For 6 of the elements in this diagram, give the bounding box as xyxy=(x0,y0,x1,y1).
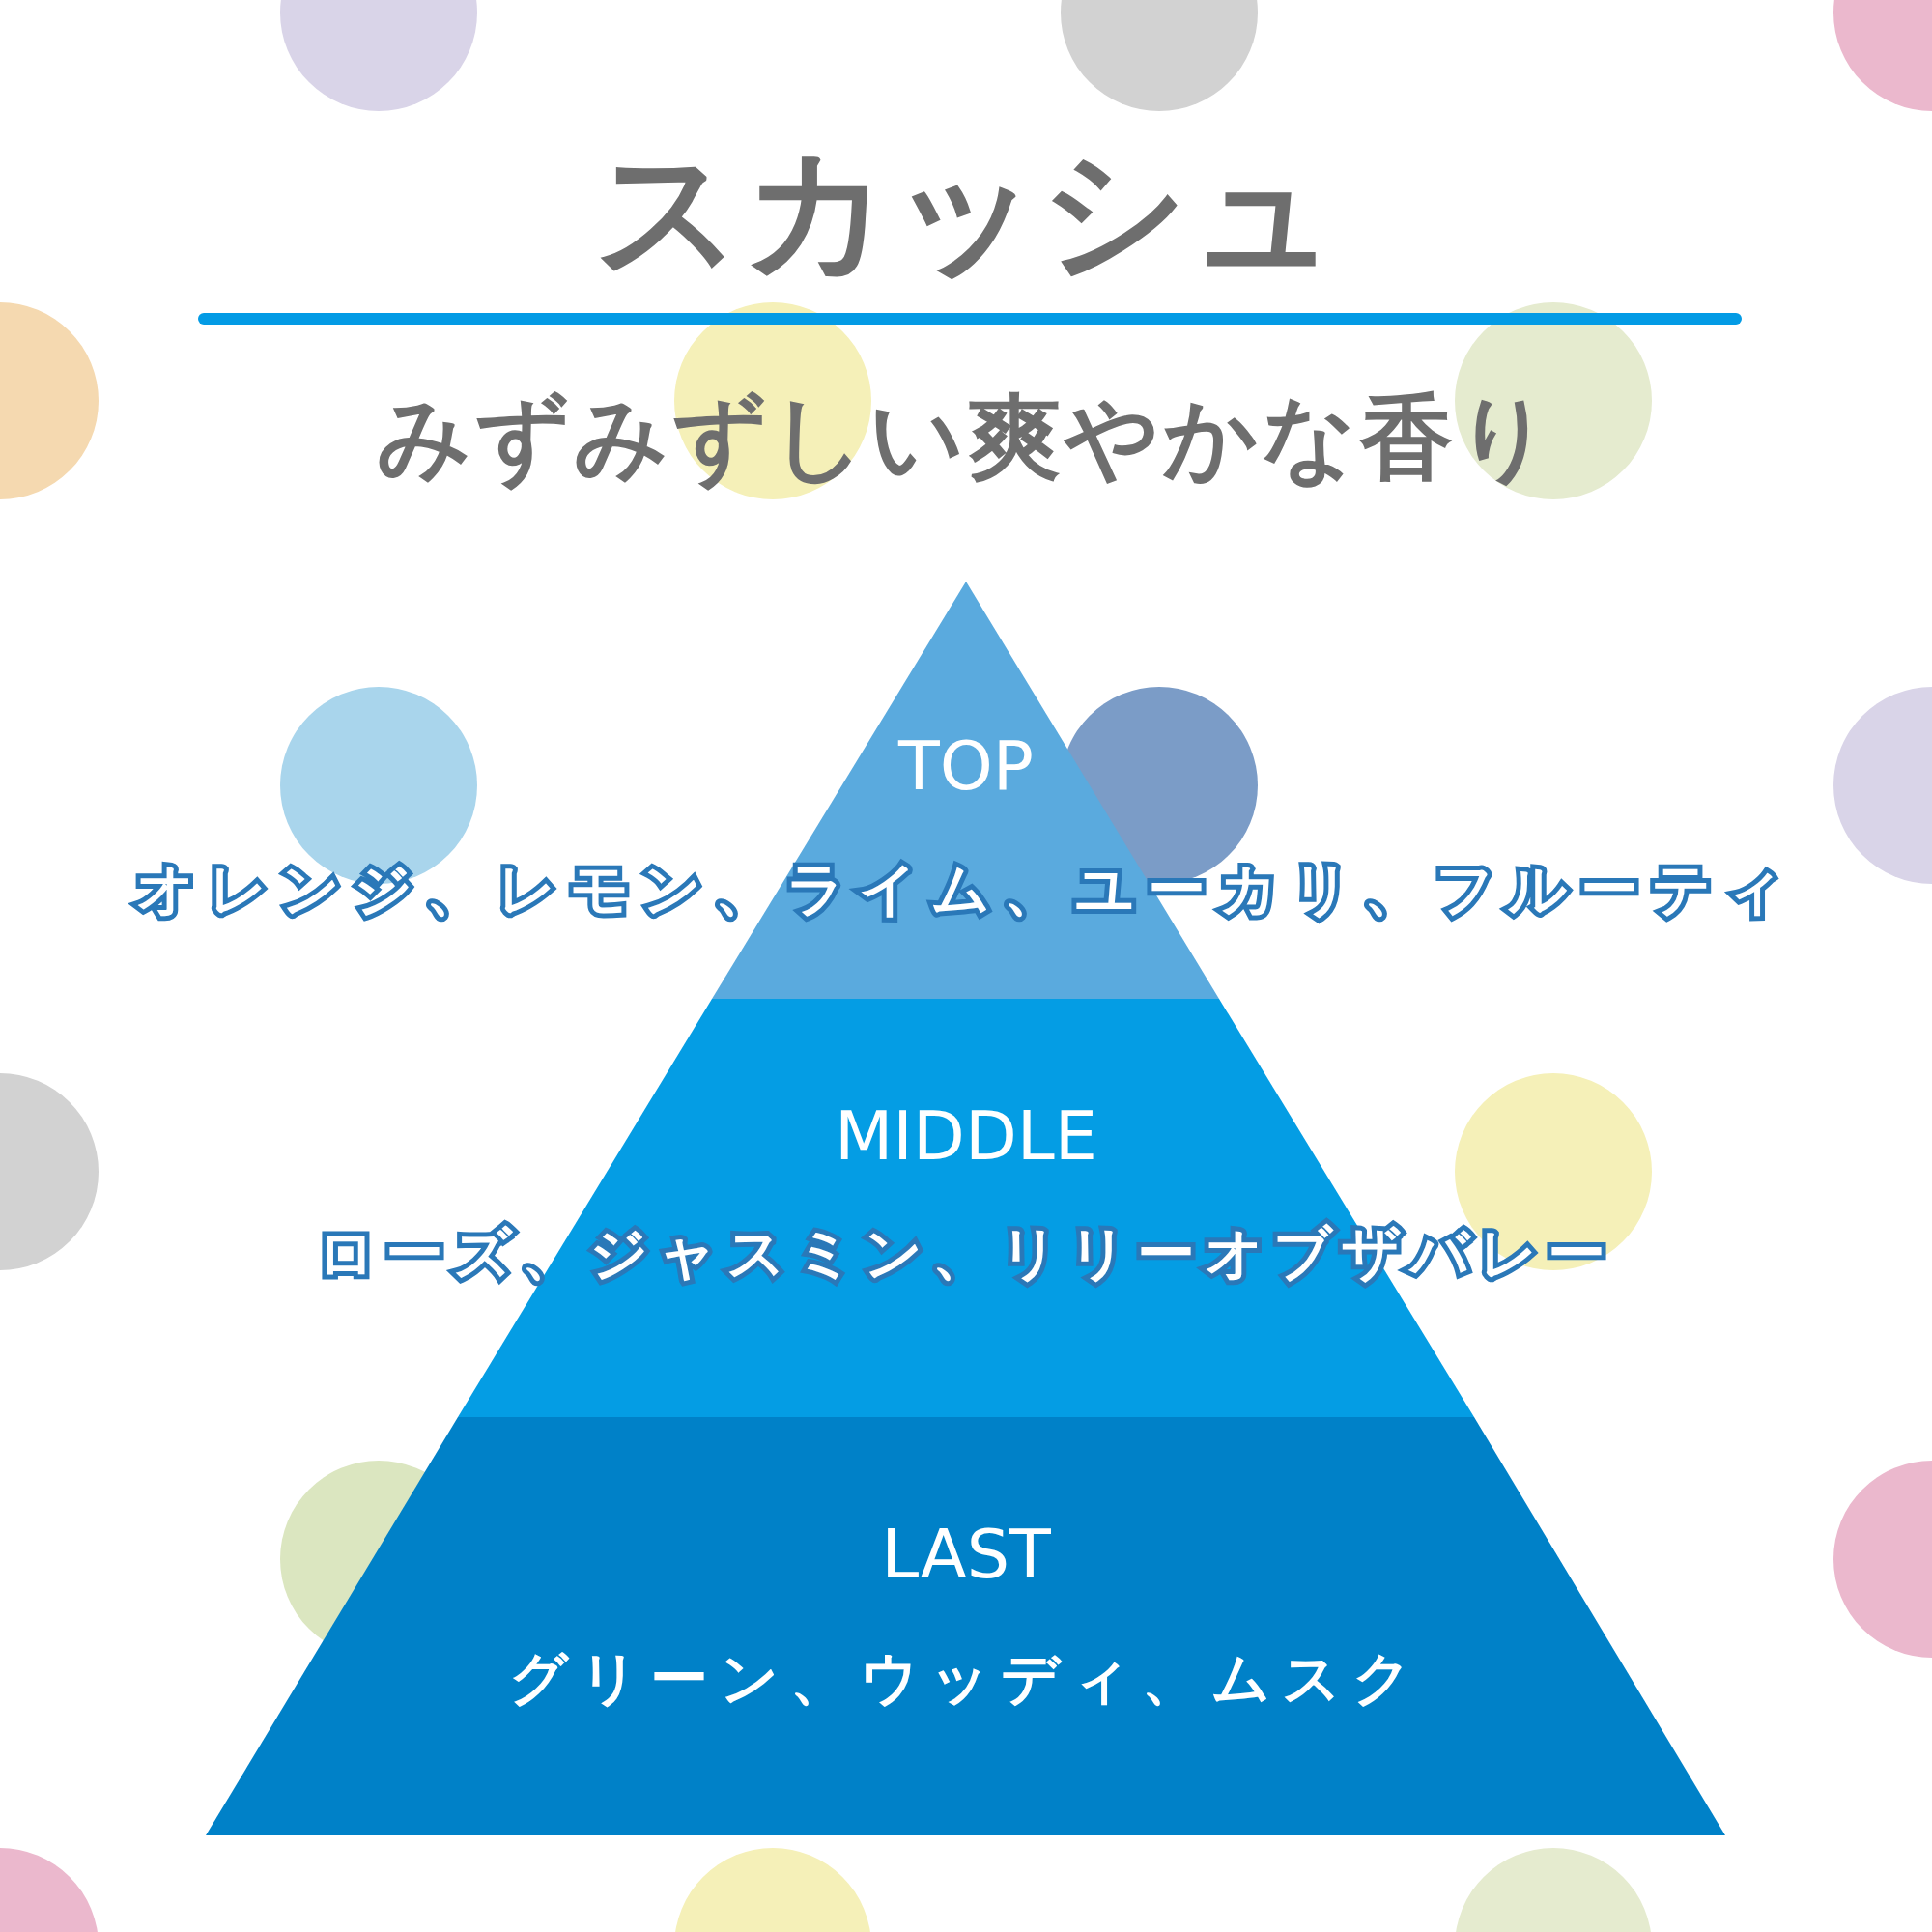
tier-label: LAST xyxy=(880,1516,1052,1593)
title: スカッシュ xyxy=(593,126,1339,297)
subtitle: みずみずしい爽やかな香り xyxy=(376,383,1556,494)
tier-label: TOP xyxy=(896,727,1036,805)
tier-label: MIDDLE xyxy=(833,1097,1099,1175)
note-list: グリーン、ウッディ、ムスク xyxy=(48,1639,1884,1717)
